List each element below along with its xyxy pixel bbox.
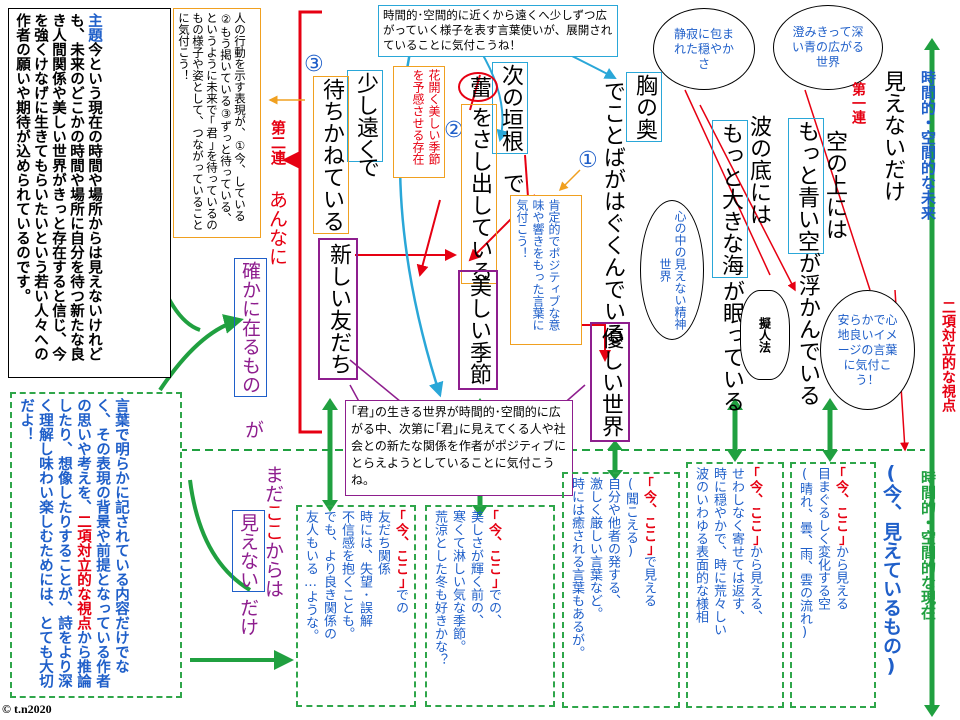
gijinho-text: 擬人法 [757,317,772,353]
sumikitte-cloud: 澄みきって深い青の広がる世界 [773,5,883,90]
theme-box: 主題今という現在の時間や場所からは見えないけれども、未来のどこかの時間や場所に自… [8,8,171,378]
anna-text: あんなに [266,190,288,266]
tashika-text: 確かに在るもの [234,258,267,397]
keyword-kisetsu: 美しい季節 [458,270,498,390]
number-1: ① [578,148,598,173]
kokoro-cloud-text: 心の中の見えない精神世界 [658,210,687,330]
mienaidake-text: 見えないだけ [880,70,905,202]
nami-line-c: が眠っている [719,280,744,412]
theme-title: 主題 [86,13,102,42]
kokoro-cloud: 心の中の見えない精神世界 [640,200,704,340]
present-label: 時間的・空間的な現在 [919,470,937,620]
yasuraka-cloud: 安らかで心地良いイメージの言葉に気付こう！ [820,290,915,410]
col1-ima: ｢今、ここ｣ [393,510,408,588]
sora-line-b: もっと青い空 [788,118,824,254]
col3-b: (聞こえる) [623,477,638,559]
top-callout-text: 時間的･空間的に近くから遠くへ少しずつ広がっていく様子を表す言葉使いが、展開され… [383,8,613,52]
col1-d: 不信感を抱くことも。 [339,510,354,640]
ga-text: が [242,420,264,439]
theme-body: 今という現在の時間や場所からは見えないけれども、未来のどこかの時間や場所に自分を… [14,13,102,361]
stanza-1-label: 第一連 [850,82,866,124]
col4-ima: ｢今、ここ｣ [747,467,762,545]
keyword-tomodachi: 新しい友だち [318,238,358,380]
kimi-callout-text: ｢君｣の生きる世界が時間的･空間的に広がる中、次第に｢君｣に見えてくる人や社会と… [351,405,567,487]
nami-line-a: 波の底には [746,115,771,225]
kimi-callout: ｢君｣の生きる世界が時間的･空間的に広がる中、次第に｢君｣に見えてくる人や社会と… [345,400,573,496]
poem-line-2b: で [499,172,524,194]
col4-b: せわしなく寄せては返す、 [729,467,744,623]
poem-line-2c: 蕾 [458,72,498,102]
poem-line-1a: 胸の奥 [626,72,662,142]
sora-line-c: が浮かんでいる [795,252,820,406]
madakoko-1: まだ [262,465,284,503]
action-note-box: 人の行動を示す表現が、①今、している②もう掲いている③ずっと待っている、というよ… [173,8,261,238]
col5-b: 目まぐるしく変化する空 [815,467,830,610]
keyword-sekai: 優しい世界 [590,322,630,442]
col-tomodachi: ｢今、ここ｣での友だち関係時には、失望･誤解不信感を抱くことも。でも、より良き関… [296,505,416,707]
ima-mieteiru-label: (今、見えているもの) [880,462,902,677]
col2-c: 寒くて淋しい気な季節。 [450,510,465,653]
col1-f: 友人もいる…ような。 [303,510,318,642]
poem-line-3b: で [354,156,379,178]
col4-c: 時に穏やかで、時に荒々しい [711,467,726,636]
seijaku-text: 静寂に包まれた穏やかさ [674,26,735,71]
explain-text-2: から推論したり、想像したりすることが、詩をより深く理解し味わい楽しむためには、と… [18,398,91,688]
sora-line-a: 空の上には [822,130,847,240]
col5-a: から見える [833,545,848,610]
number-3: ③ [304,52,324,77]
col2-b: 美しさが輝く前の、 [468,510,483,627]
nami-line-b: もっと大きな海 [712,120,748,278]
copyright: © t.n2020 [2,702,52,716]
col2-ima: ｢今、ここ｣ [486,510,501,588]
col-sora: ｢今、ここ｣から見える目まぐるしく変化する空(晴れ、曇、雨、雲の流れ) [790,462,876,708]
seijaku-cloud: 静寂に包まれた穏やかさ [653,8,755,90]
col2-a: での、 [486,588,501,627]
col3-e: 時には癒される言葉もあるが。 [569,477,584,659]
poem-line-3a: 少し遠く [347,70,383,162]
col1-a: での [393,588,408,614]
madakoko-text: まだここからは [260,465,287,598]
sumikitte-text: 澄みきって深い青の広がる世界 [791,25,864,69]
col4-d: 波のいわゆる表面的な様相 [693,467,708,623]
col1-c: 時には、失望･誤解 [357,510,372,627]
madakoko-2: ここ [262,503,284,541]
madakoko-3: からは [262,541,284,598]
action-note-text: 人の行動を示す表現が、①今、している②もう掲いている③ずっと待っている、というよ… [177,12,247,231]
col5-ima: ｢今、ここ｣ [833,467,848,545]
gijinho-burst: 擬人法 [740,290,790,380]
poem-line-2a: 次の垣根 [492,62,528,154]
kaika-note: 花開く美しい季節を予感させる存在 [393,66,445,178]
col-kisetsu: ｢今、ここ｣での、美しさが輝く前の、寒くて淋しい気な季節。荒涼とした冬も好きかな… [425,505,555,707]
future-label: 時間的・空間的な未来 [919,70,937,220]
col5-c: (晴れ、曇、雨、雲の流れ) [797,467,812,640]
col2-d: 荒涼とした冬も好きかな？ [432,510,447,666]
stanza-2-label: 第二連 [269,120,287,165]
positive-note: 肯定的でポジティブな意味や響きをもった言葉に気付こう！ [510,195,582,345]
col-sekai: ｢今、ここ｣で見える(聞こえる)自分や他者の発する、激しく厳しい言葉など。時には… [562,472,680,708]
mienai-text: 見えない [232,510,265,592]
explain-text-red: 二項対立的な視点 [75,514,91,630]
nikou-label-right: 二項対立的な視点 [940,300,956,412]
col3-c: 自分や他者の発する、 [605,477,620,607]
positive-note-text: 肯定的でポジティブな意味や響きをもった言葉に気付こう！ [515,199,561,331]
yasuraka-text: 安らかで心地良いイメージの言葉に気付こう！ [837,312,898,387]
col3-a: で見える [641,555,656,607]
col1-e: でも、より良き関係の [321,510,336,640]
col1-b: 友だち関係 [375,510,390,575]
dake-text: だけ [237,598,259,636]
poem-line-3c: 待ちかねている [313,76,349,234]
col4-a: から見える、 [747,545,762,623]
top-callout: 時間的･空間的に近くから遠くへ少しずつ広がっていく様子を表す言葉使いが、展開され… [378,5,618,57]
explain-text-1: 言葉で明らかに記されている内容だけでなく、その表現の背景や前提となっている作者の… [75,398,129,688]
poem-line-1b: でことばがはぐくんでいる [600,80,625,344]
col-nami: ｢今、ここ｣から見える、せわしなく寄せては返す、時に穏やかで、時に荒々しい波のい… [686,462,784,708]
poem-line-2d: をさし出している [461,104,497,284]
number-2: ② [444,118,464,143]
explain-box: 言葉で明らかに記されている内容だけでなく、その表現の背景や前提となっている作者の… [10,392,182,698]
col3-ima: ｢今、ここ｣ [641,477,656,555]
col3-d: 激しく厳しい言葉など。 [587,477,602,620]
